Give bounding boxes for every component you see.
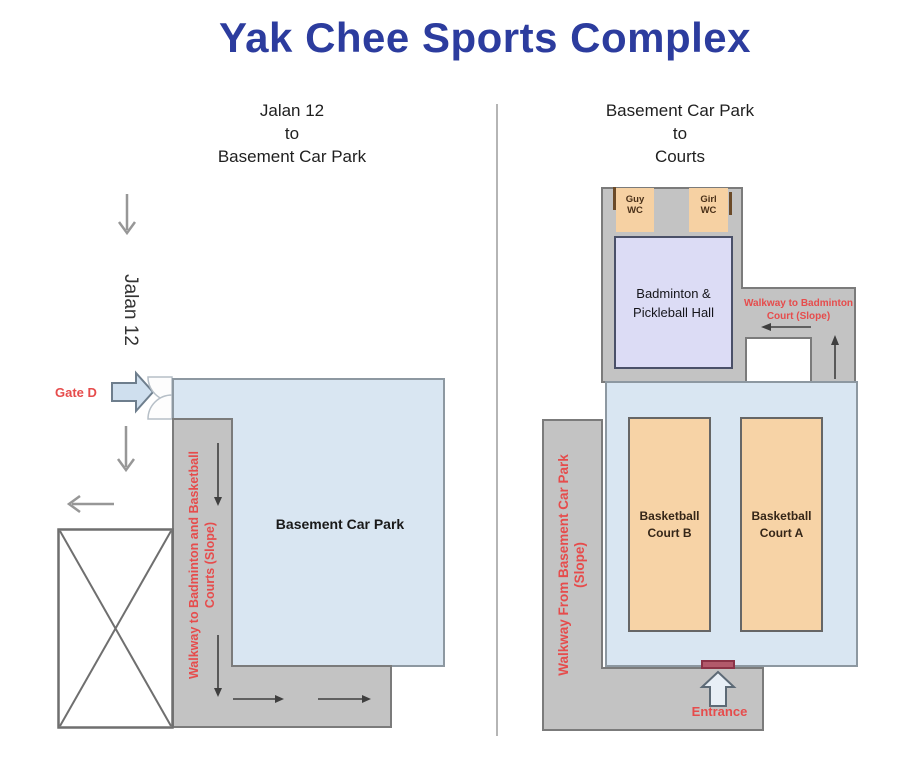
girl-wc-box: Girl WC <box>689 188 728 232</box>
walkway-left-arrow-icon <box>761 323 811 331</box>
entrance-marker <box>701 660 735 669</box>
wall-segment-left <box>613 187 616 210</box>
court-b-line2: Court B <box>647 525 692 540</box>
walkway-to-badminton-line1: Walkway to Badminton <box>743 298 854 309</box>
walkway-to-badminton-line2: Court (Slope) <box>766 311 831 322</box>
badminton-pickleball-hall: Badminton & Pickleball Hall <box>614 236 733 369</box>
entrance-arrow-icon <box>699 670 737 707</box>
walkway-to-courts-label: Walkway to Badminton and Basketball Cour… <box>186 420 218 710</box>
hall-label-line1: Badminton & <box>636 285 711 301</box>
basement-car-park-label: Basement Car Park <box>275 516 405 532</box>
right-heading-line3: Courts <box>654 147 706 166</box>
wall-segment-right <box>729 192 732 215</box>
right-heading-line2: to <box>672 124 688 143</box>
crossed-structure <box>57 528 174 729</box>
right-heading-line1: Basement Car Park <box>605 101 755 120</box>
left-heading-line1: Jalan 12 <box>259 101 325 120</box>
gate-d-arrow-icon <box>111 370 155 414</box>
left-heading-line3: Basement Car Park <box>217 147 367 166</box>
hall-label-line2: Pickleball Hall <box>633 304 714 320</box>
street-down-arrow-icon <box>117 194 137 236</box>
path-left-arrow-icon <box>66 494 114 514</box>
entrance-label: Entrance <box>691 704 748 719</box>
walkway-right-arrow2-icon <box>318 695 371 703</box>
guy-wc-box: Guy WC <box>616 188 654 232</box>
walkway-to-courts-label-line2: Courts (Slope) <box>203 521 217 609</box>
right-panel-heading: Basement Car Park to Courts <box>570 99 790 168</box>
walkway-cutout <box>745 337 812 383</box>
walkway-down-arrow-icon <box>214 443 222 506</box>
path-down-arrow-icon <box>116 426 136 473</box>
walkway-right-arrow-icon <box>233 695 284 703</box>
girl-wc-line2: WC <box>700 205 717 216</box>
basketball-court-b: Basketball Court B <box>628 417 711 632</box>
page-title: Yak Chee Sports Complex <box>218 14 751 61</box>
court-a-line1: Basketball <box>751 508 812 523</box>
walkway-from-car-park-shape <box>542 419 764 731</box>
walkway-down-arrow2-icon <box>214 635 222 697</box>
panel-divider <box>496 104 498 736</box>
basketball-court-a: Basketball Court A <box>740 417 823 632</box>
door-swing-icon <box>147 376 173 420</box>
walkway-from-car-park-line1: Walkway From Basement Car Park <box>556 454 571 676</box>
walkway-from-car-park-label: Walkway From Basement Car Park (Slope) <box>556 415 588 715</box>
court-a-line2: Court A <box>759 525 804 540</box>
walkway-to-badminton-label: Walkway to Badminton Court (Slope) <box>742 297 855 323</box>
girl-wc-line1: Girl <box>700 194 717 205</box>
walkway-from-car-park-line2: (Slope) <box>572 542 587 588</box>
guy-wc-line1: Guy <box>625 194 645 205</box>
jalan-12-street-label: Jalan 12 <box>120 274 141 346</box>
left-heading-line2: to <box>284 124 300 143</box>
guy-wc-line2: WC <box>627 205 643 216</box>
gate-d-label: Gate D <box>55 385 97 400</box>
left-panel-heading: Jalan 12 to Basement Car Park <box>182 99 402 168</box>
walkway-up-arrow-icon <box>831 335 839 379</box>
court-b-line1: Basketball <box>639 508 700 523</box>
walkway-to-courts-label-line1: Walkway to Badminton and Basketball <box>187 450 201 680</box>
